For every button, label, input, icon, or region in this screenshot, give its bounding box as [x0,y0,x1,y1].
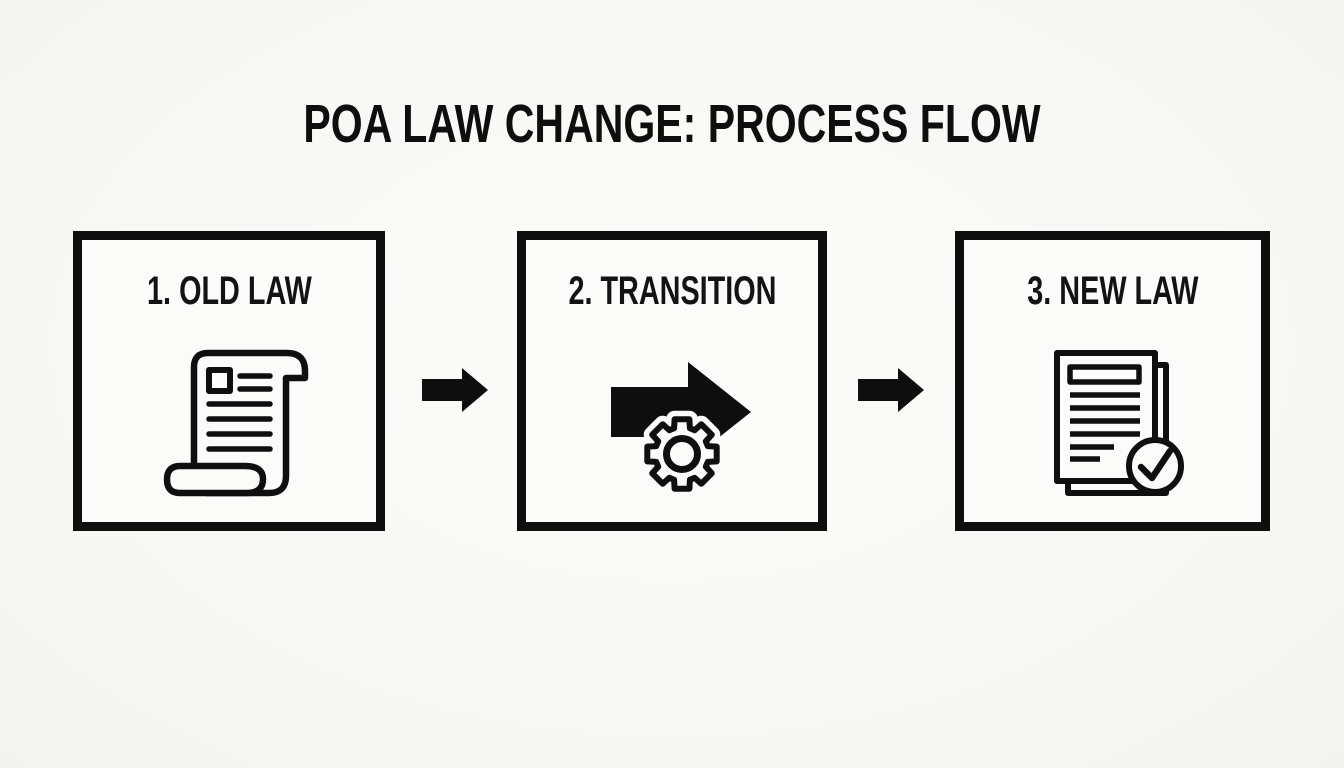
checkmark-circle-icon [1126,437,1184,495]
step-label-transition: 2. TRANSITION [567,269,777,313]
flow-arrow-icon [858,368,924,412]
flow-arrow-icon [422,368,488,412]
step-box-transition: 2. TRANSITION [517,231,827,531]
gear-icon [644,416,720,492]
document-check-icon [1054,350,1184,496]
page-title: POA LAW CHANGE: PROCESS FLOW [0,96,1344,153]
step-label-new-law: 3. NEW LAW [1026,269,1199,313]
step-box-new-law: 3. NEW LAW [955,231,1270,531]
step-box-old-law: 1. OLD LAW [73,231,385,531]
checkmark-icon [1137,447,1174,482]
arrow-gear-icon [611,362,751,498]
page-title-text: POA LAW CHANGE: PROCESS FLOW [303,94,1041,154]
scroll-icon [163,349,309,497]
step-label-old-law: 1. OLD LAW [146,269,312,313]
